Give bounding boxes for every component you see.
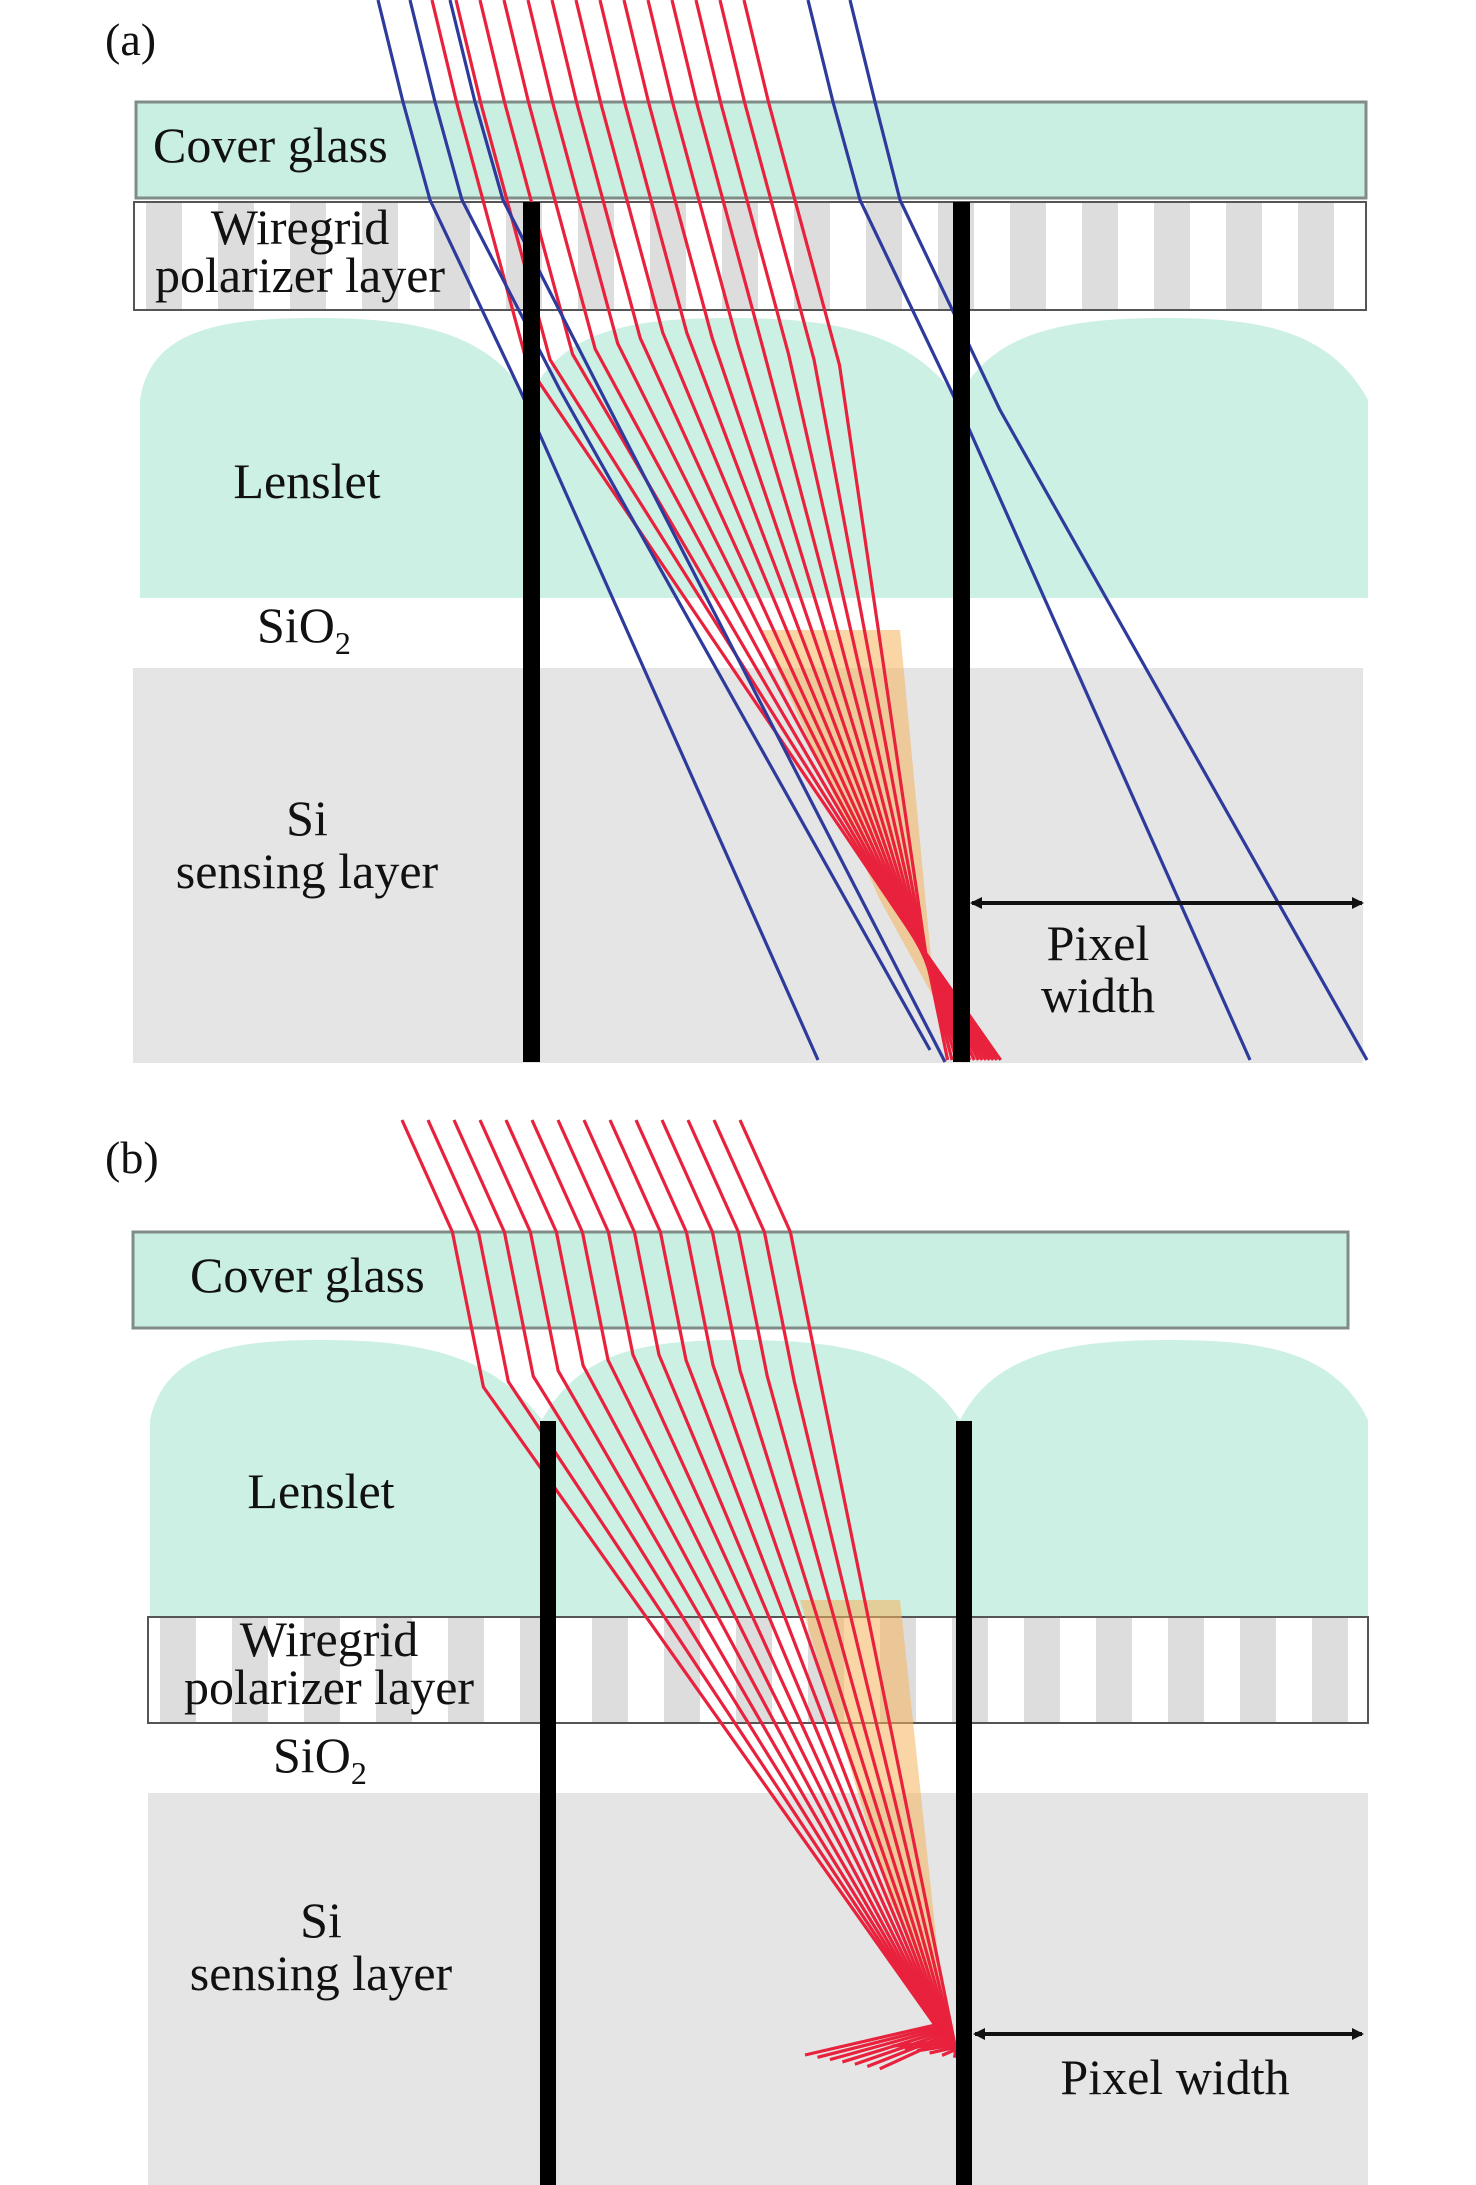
si-sensing-layer (133, 668, 1363, 1063)
wiregrid-polarizer-layer (147, 1616, 1369, 1724)
lenslet-right (960, 1340, 1368, 1617)
panel-b: (b) Cover glass Lenslet Wiregrid polariz… (105, 1119, 1369, 2185)
lenslet-right (958, 318, 1368, 598)
cover-glass-label: Cover glass (153, 117, 388, 173)
wiregrid-stripe (1298, 202, 1334, 310)
light-ray (408, 0, 932, 1051)
pixel-wall-left (523, 202, 540, 1062)
cover-glass-label: Cover glass (190, 1247, 425, 1303)
wiregrid-stripe (376, 1617, 412, 1723)
pixel-width-label: Pixel width (1060, 2049, 1289, 2105)
pixel-width-label-line1: Pixel (1047, 915, 1150, 971)
sio2-label: SiO2 (257, 597, 351, 661)
sio2-subscript: 2 (351, 1755, 367, 1791)
si-label-line2: sensing layer (190, 1945, 453, 2001)
lenslet-left (150, 1340, 542, 1617)
pixel-width-label-line2: width (1041, 967, 1155, 1023)
wiregrid-stripe (1154, 202, 1190, 310)
cover-glass-layer (134, 100, 1368, 200)
si-label-line1: Si (286, 790, 328, 846)
wiregrid-stripe (1226, 202, 1262, 310)
wiregrid-stripe (160, 1617, 196, 1723)
wiregrid-label-line2: polarizer layer (184, 1659, 474, 1715)
light-ray (848, 0, 1369, 1061)
wiregrid-stripe (232, 1617, 268, 1723)
light-ray (608, 1119, 951, 2051)
wiregrid-stripe (592, 1617, 628, 1723)
lenslet-label: Lenslet (233, 453, 380, 509)
panel-a: (a) Cover glass Wiregrid polarizer layer… (105, 0, 1369, 1063)
wiregrid-stripe (362, 202, 398, 310)
light-ray (452, 1119, 940, 2062)
pixel-wall-right (953, 202, 970, 1062)
si-label-line2: sensing layer (176, 843, 439, 899)
panel-b-label: (b) (105, 1132, 159, 1183)
lenslet-label: Lenslet (247, 1463, 394, 1519)
light-ray (426, 1119, 939, 2059)
sio2-subscript: 2 (335, 625, 351, 661)
light-ray (582, 1119, 949, 2048)
light-ray (448, 0, 947, 1063)
light-ray (634, 1119, 952, 2053)
wiregrid-stripe (304, 1617, 340, 1723)
light-ray (742, 0, 950, 1061)
wiregrid-stripe (1312, 1617, 1348, 1723)
light-ray (806, 0, 1252, 1061)
panel-a-label: (a) (105, 14, 156, 65)
wiregrid-stripe (1240, 1617, 1276, 1723)
si-label-line1: Si (300, 1892, 342, 1948)
lenslet-left (140, 318, 528, 598)
si-sensing-layer (148, 1793, 1368, 2185)
wiregrid-stripe (1096, 1617, 1132, 1723)
pixel-wall-right (956, 1421, 972, 2185)
wiregrid-stripe (146, 202, 182, 310)
wiregrid-stripe (1024, 1617, 1060, 1723)
light-ray (400, 1119, 937, 2057)
wiregrid-stripe (866, 202, 902, 310)
light-ray (712, 1119, 957, 2058)
light-ray (686, 1119, 956, 2057)
wiregrid-stripe (1010, 202, 1046, 310)
wiregrid-stripe (448, 1617, 484, 1723)
light-ray (660, 1119, 954, 2055)
wiregrid-label-line1: Wiregrid (211, 199, 389, 255)
sio2-main: SiO (257, 597, 335, 653)
light-ray (376, 0, 820, 1061)
wiregrid-label-line1: Wiregrid (240, 1611, 418, 1667)
sio2-main: SiO (273, 1727, 351, 1783)
lenslet-center (528, 318, 958, 598)
wiregrid-label-line2: polarizer layer (155, 247, 445, 303)
wiregrid-stripe (218, 202, 254, 310)
wiregrid-stripe (1168, 1617, 1204, 1723)
wiregrid-stripe (1082, 202, 1118, 310)
pixel-wall-left (540, 1421, 556, 2185)
wiregrid-stripe (290, 202, 326, 310)
light-ray (478, 1119, 942, 2064)
sio2-label: SiO2 (273, 1727, 367, 1791)
ray-bundle (400, 1119, 968, 2071)
